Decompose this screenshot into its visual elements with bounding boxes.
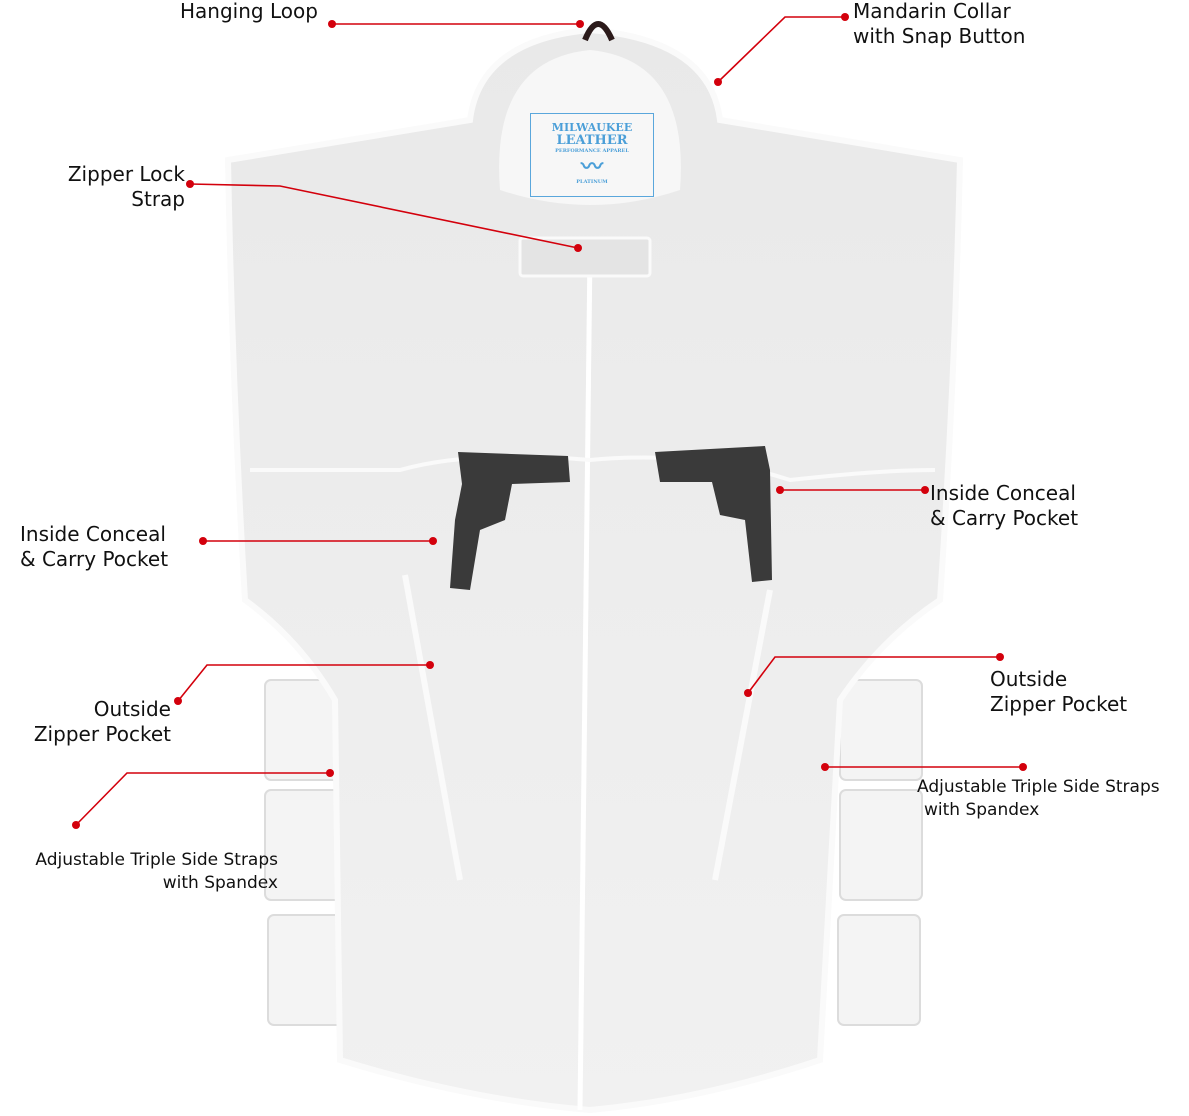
brand-name-line2: LEATHER bbox=[556, 133, 628, 148]
pistol-right bbox=[655, 446, 772, 582]
right-zipper-pocket bbox=[712, 589, 773, 881]
brand-tier: PLATINUM bbox=[576, 179, 608, 185]
center-zipper bbox=[577, 249, 593, 1111]
yoke-seam bbox=[250, 454, 936, 483]
callout-lines bbox=[75, 16, 1023, 826]
callout-dots bbox=[72, 13, 1027, 829]
label-inside-conceal-left: Inside Conceal& Carry Pocket bbox=[20, 522, 169, 571]
zipper-lock-strap bbox=[518, 236, 652, 278]
brand-logo: MILWAUKEE LEATHER PERFORMANCE APPAREL 〰 … bbox=[530, 113, 654, 197]
label-hanging-loop: Hanging Loop bbox=[180, 0, 318, 23]
brand-name-line1: MILWAUKEE bbox=[551, 121, 633, 134]
side-straps-right bbox=[837, 679, 923, 1026]
eagle-icon: 〰 bbox=[580, 154, 603, 180]
left-zipper-pocket bbox=[402, 574, 463, 881]
hanging-loop bbox=[582, 21, 615, 42]
label-inside-conceal-right: Inside Conceal& Carry Pocket bbox=[930, 481, 1079, 530]
collar-lining bbox=[499, 50, 681, 205]
pistol-left bbox=[450, 452, 570, 590]
vest-body bbox=[224, 26, 964, 1114]
brand-tagline: PERFORMANCE APPAREL bbox=[555, 148, 629, 154]
